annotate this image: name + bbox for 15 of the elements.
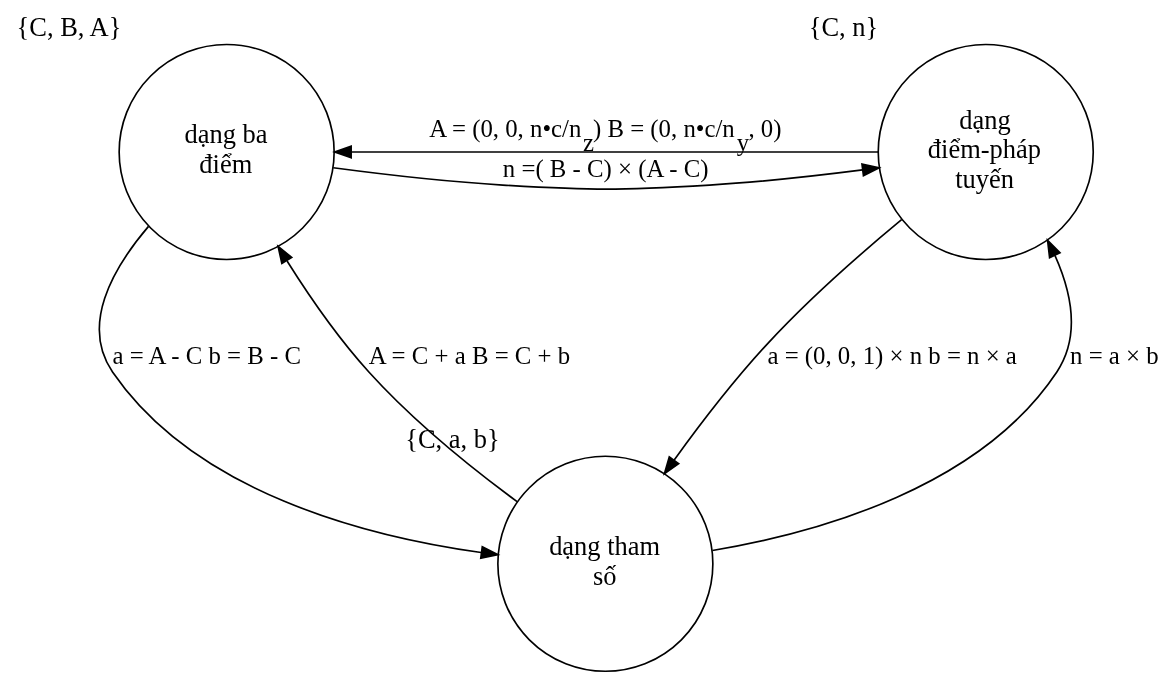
node-label: {C, a, b} [405, 423, 500, 454]
edge-label: a = (0, 0, 1) × n b = n × a [767, 341, 1017, 369]
arrow [662, 218, 903, 476]
arrow [98, 225, 501, 560]
arrow [332, 163, 882, 190]
node-label: {C, B, A} [16, 11, 122, 42]
edge-label: n = a × b [1070, 341, 1159, 369]
edge-label: n =( B - C) × (A - C) [502, 154, 709, 182]
edge-label: a = A - C b = B - C [112, 341, 302, 369]
edge-label: A = C + a B = C + b [368, 341, 571, 369]
node-circle: dạng ba điểm [118, 43, 335, 261]
node-label: {C, n} [808, 11, 879, 42]
arrow [332, 145, 879, 159]
arrow [276, 244, 518, 503]
arrow [711, 238, 1073, 552]
